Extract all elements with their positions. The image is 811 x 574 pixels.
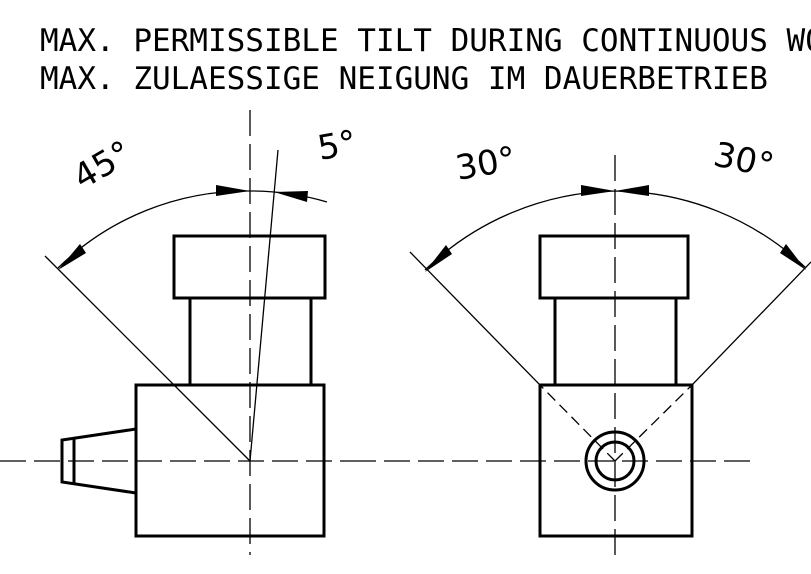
title-english: MAX. PERMISSIBLE TILT DURING CONTINUOUS … [40, 23, 811, 59]
right-30deg-left-line [409, 251, 541, 386]
right-30deg-right-inner [614, 384, 693, 462]
left-5deg-line [249, 149, 279, 462]
right-30deg-left-inner [539, 384, 616, 462]
right-arrow-center-left [581, 185, 615, 196]
left-arrow-5 [274, 191, 308, 202]
left-angle-arc [57, 190, 328, 269]
right-arrow-left [425, 245, 452, 272]
right-view: 30° 30° [350, 135, 811, 555]
left-45deg-line [44, 255, 251, 462]
left-arrow-center [216, 185, 250, 196]
left-arrow-45 [58, 244, 86, 270]
right-30deg-right-line [691, 261, 811, 386]
right-arrow-center-right [615, 185, 649, 196]
left-nozzle [60, 427, 137, 495]
right-cap [538, 234, 690, 300]
left-angle-label-5: 5° [315, 123, 360, 169]
right-angle-label-right: 30° [710, 135, 777, 187]
title-german: MAX. ZULAESSIGE NEIGUNG IM DAUERBETRIEB [40, 61, 768, 97]
right-arrow-right [780, 244, 806, 270]
left-angle-label-45: 45° [67, 133, 139, 198]
left-view: 45° 5° [0, 110, 360, 555]
right-angle-label-left: 30° [453, 139, 519, 189]
